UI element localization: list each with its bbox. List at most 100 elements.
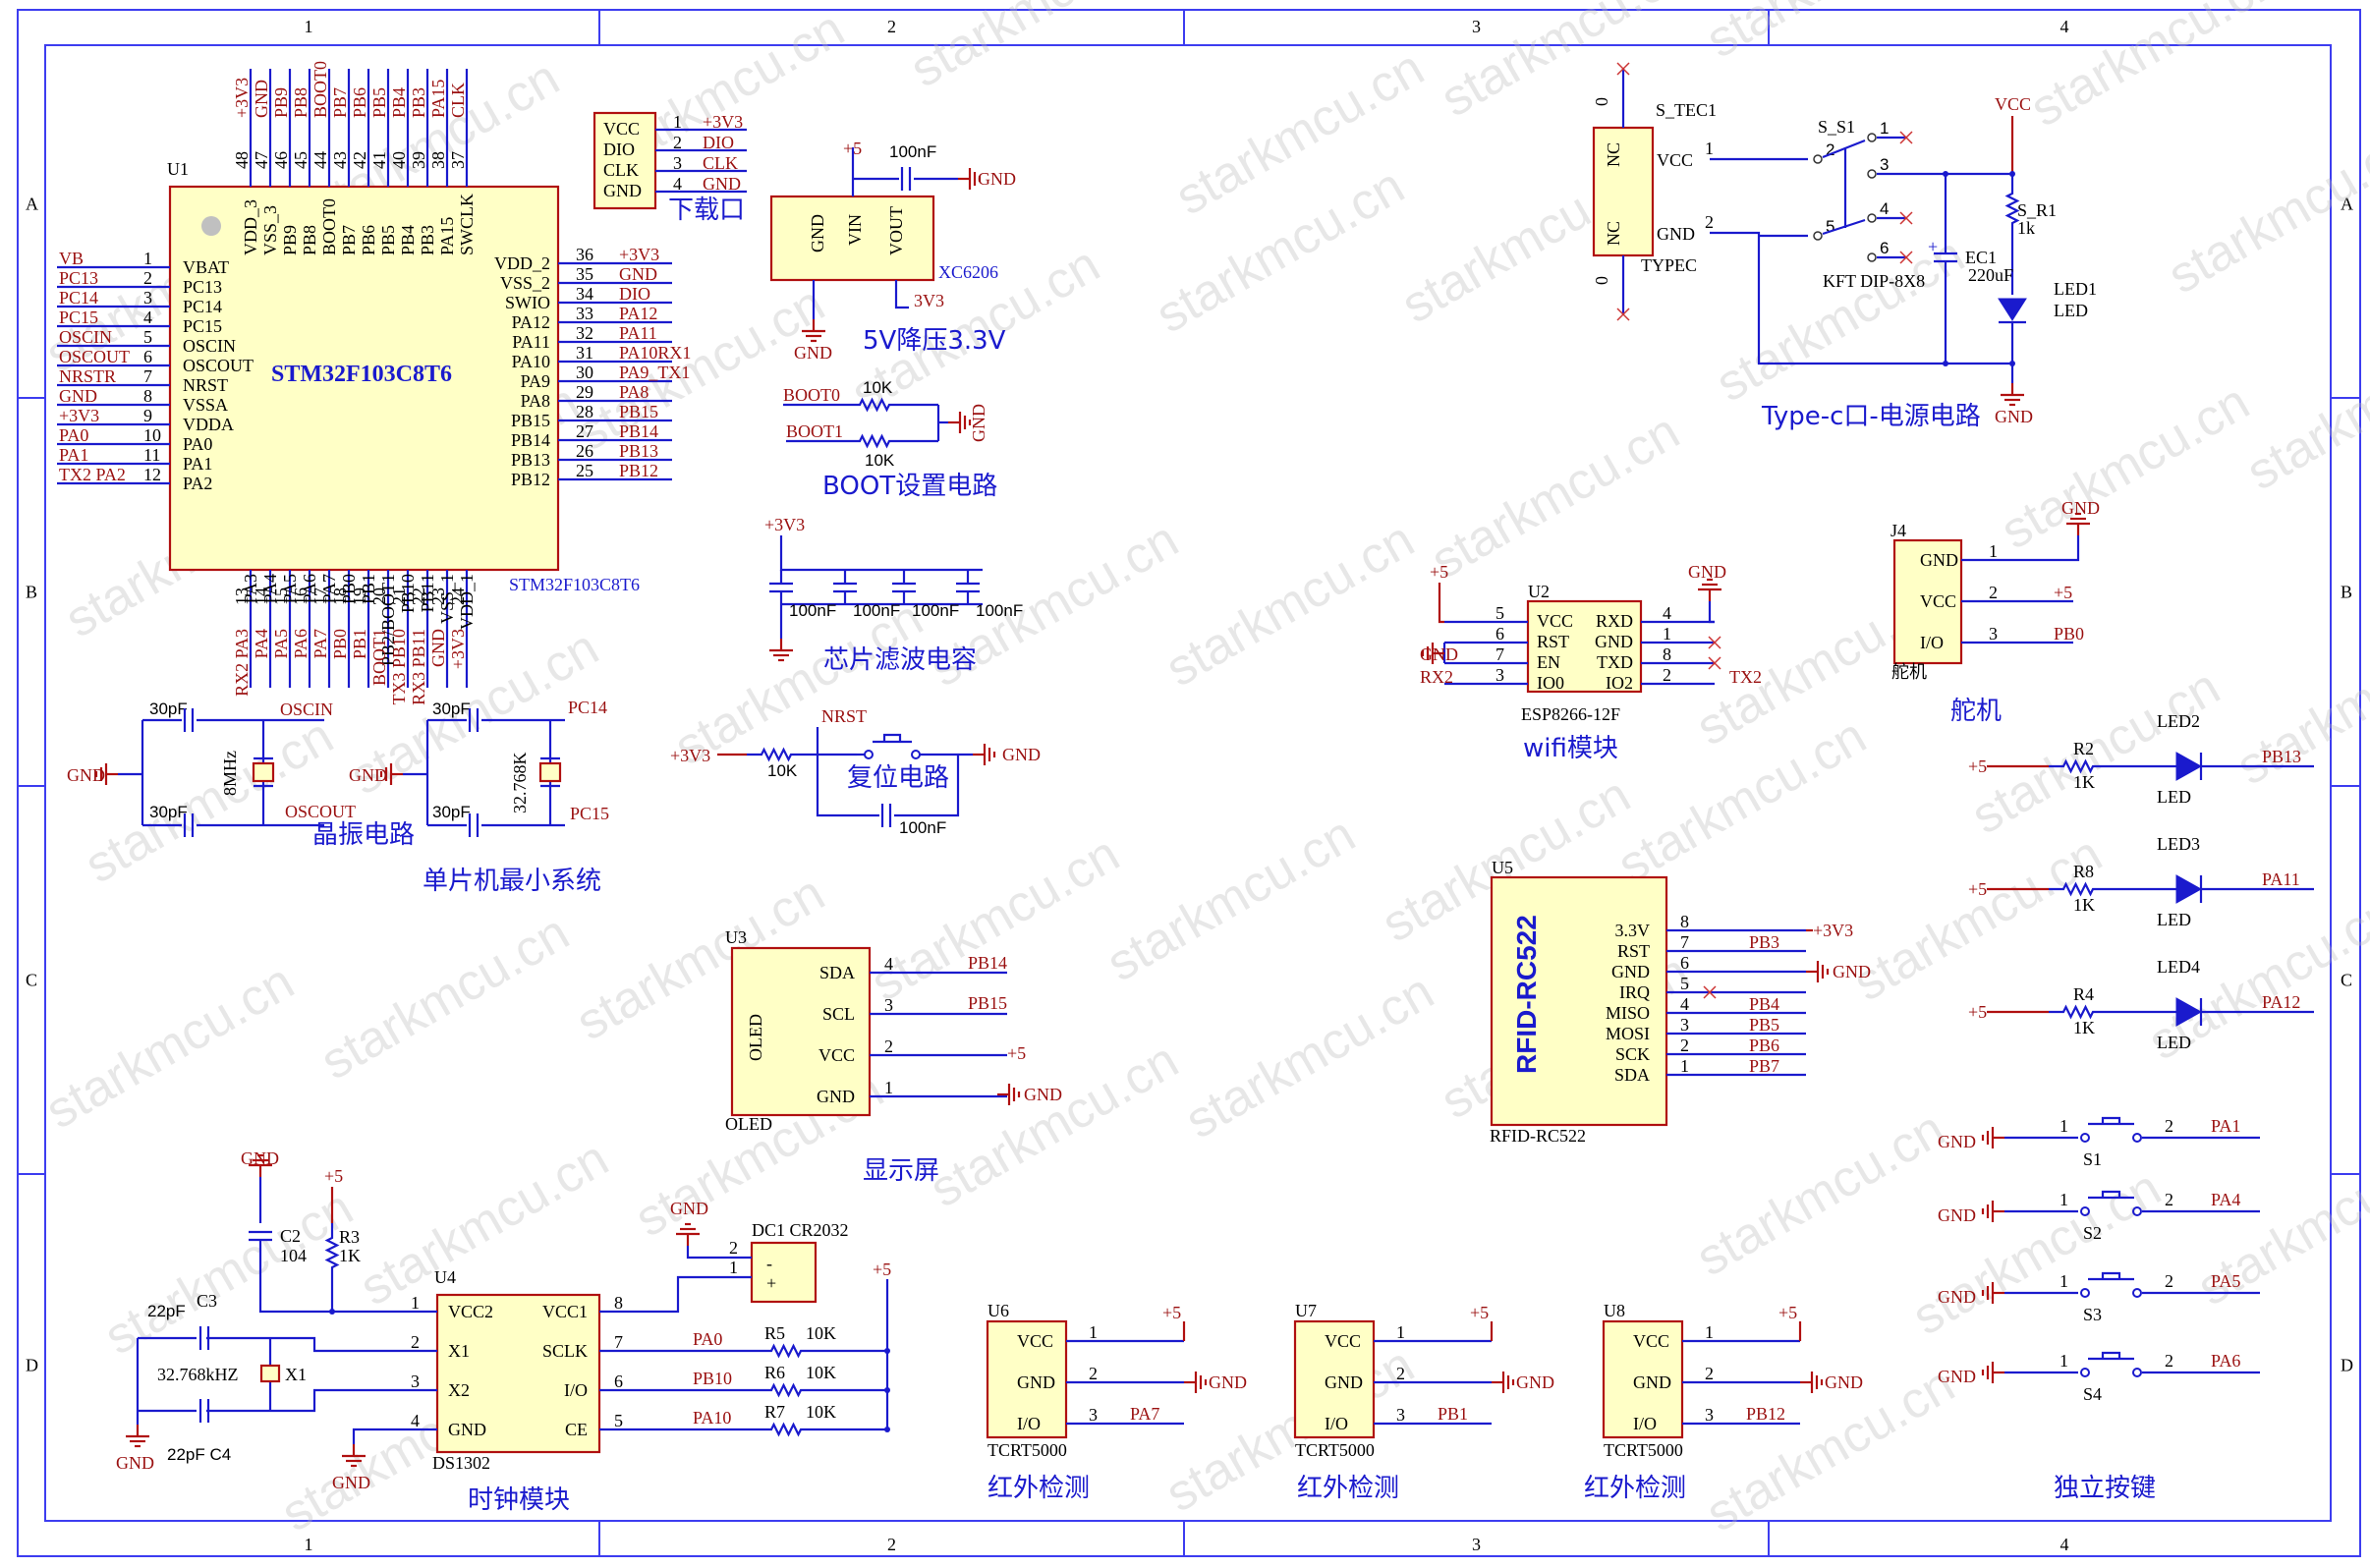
- ir-part: TCRT5000: [988, 1440, 1067, 1460]
- typec-pin-num: 1: [1705, 139, 1714, 158]
- key-pin: 2: [2165, 1351, 2173, 1371]
- mcu-pin-num: 37: [448, 151, 468, 169]
- mcu-pin-name: PB9: [280, 225, 300, 255]
- clock-wire: [352, 1428, 388, 1444]
- ir-gnd-label: GND: [1825, 1372, 1863, 1392]
- switch-contact: [1813, 154, 1823, 164]
- crystal-body: [252, 761, 275, 783]
- mcu-net-label: PA0: [59, 425, 88, 445]
- mcu-pin-name: VDD_3: [241, 199, 260, 255]
- mcu-ref: U1: [167, 159, 189, 179]
- download-pin-name: DIO: [603, 140, 635, 159]
- boot-gnd-label: GND: [969, 404, 988, 442]
- ir-pin-name: VCC: [1325, 1331, 1361, 1351]
- ldo-in-net: +5: [843, 139, 862, 158]
- switch-contact: [1867, 213, 1877, 223]
- clock-wire: [206, 1388, 388, 1413]
- mcu-pin-num: 7: [143, 366, 152, 386]
- rfid-pin-num: 8: [1680, 912, 1689, 931]
- mcu-pin-num: 4: [143, 308, 152, 327]
- clock-wire: [686, 1246, 727, 1260]
- led1-triangle: [1998, 298, 2027, 321]
- mcu-pin-num: 14: [252, 588, 271, 605]
- wifi-pin-num: 1: [1663, 624, 1671, 644]
- key-pin: 1: [2060, 1190, 2068, 1209]
- key-pin: 1: [2060, 1351, 2068, 1371]
- mcu-pin-num: 38: [428, 151, 448, 169]
- typec-ref: S_TEC1: [1656, 100, 1717, 120]
- typec-gnd-wire: [1710, 231, 2012, 365]
- mcu-pin-num: 31: [576, 343, 593, 363]
- rfid-net: PB7: [1749, 1056, 1779, 1076]
- ir-pin-num: 3: [1089, 1405, 1098, 1425]
- led-res-ref: R2: [2073, 739, 2094, 758]
- led-vcc: +5: [1968, 756, 1987, 776]
- battery-plus: +: [766, 1273, 776, 1293]
- oled-pin-num: 3: [884, 995, 893, 1015]
- key-pin: 2: [2165, 1116, 2173, 1136]
- ldo-body: [769, 195, 935, 282]
- key-gnd-label: GND: [1938, 1367, 1976, 1386]
- boot0-net: BOOT0: [783, 385, 840, 405]
- mcu-pin-num: 11: [143, 445, 160, 465]
- ec1-value: 220uF: [1968, 265, 2013, 285]
- ir-ref: U8: [1604, 1301, 1625, 1320]
- mcu-net-label: PA4: [252, 629, 271, 658]
- junction-dot: [1943, 171, 1948, 177]
- oled-pin-name: GND: [817, 1087, 855, 1106]
- mcu-pin-name: PB7: [339, 225, 359, 255]
- led-res: [2049, 758, 2108, 774]
- mcu-pin-name: PA11: [512, 332, 550, 352]
- mcu-pin-name: PA9: [521, 371, 550, 391]
- clock-res-ref: R6: [764, 1363, 785, 1382]
- mcu-pin-num: 21: [389, 588, 409, 605]
- ir-pin-num: 2: [1396, 1364, 1405, 1383]
- mcu-net-label: PA5: [271, 629, 291, 658]
- key-pin: 2: [2165, 1271, 2173, 1291]
- mcu-pin-name: PB1: [359, 574, 378, 604]
- clock-vcc: +5: [324, 1166, 343, 1186]
- ir-pin-num: 3: [1705, 1405, 1714, 1425]
- mcu-net-label: PB4: [389, 87, 409, 118]
- typec-vcc-label: VCC: [1995, 94, 2031, 114]
- ir-pin-num: 1: [1089, 1322, 1098, 1342]
- mcu-pin-name: OSCOUT: [183, 356, 254, 375]
- clock-pin-num: 4: [411, 1411, 420, 1430]
- ir-vcc: +5: [1778, 1303, 1797, 1322]
- switch-lever: [1822, 218, 1866, 236]
- row-label: B: [26, 583, 37, 602]
- reset-cap-wire: [894, 755, 960, 817]
- clock-c2-val: 104: [280, 1246, 307, 1265]
- wifi-pin-name: EN: [1537, 652, 1560, 672]
- clock-pin-name: VCC1: [542, 1302, 588, 1321]
- clock-xtal: [259, 1364, 281, 1383]
- filter-cap-value: 100nF: [976, 601, 1023, 620]
- typec-pin-num: 0: [1592, 97, 1611, 106]
- servo-pin-name: VCC: [1920, 591, 1956, 611]
- download-pin-num: 2: [673, 133, 682, 152]
- key-pin: 2: [2165, 1190, 2173, 1209]
- rfid-pin-num: 5: [1680, 974, 1689, 993]
- reset-cap-value: 100nF: [899, 818, 946, 837]
- mcu-pin-num: 24: [448, 588, 468, 605]
- servo-net-label: +5: [2054, 583, 2072, 602]
- mcu-pin-name: VSSA: [183, 395, 228, 415]
- mcu-pin-name: PB2/BOOT1: [378, 574, 398, 666]
- rfid-pin-name: 3.3V: [1615, 921, 1651, 940]
- mcu-net-label: +3V3: [232, 78, 252, 118]
- mcu-pin-name: VDDA: [183, 415, 234, 434]
- mcu-net-label: GND: [59, 386, 97, 406]
- oled-body: [730, 946, 872, 1117]
- mcu-pin-name: PA6: [300, 574, 319, 603]
- row-label: C: [26, 971, 37, 990]
- oled-pin-name: VCC: [818, 1045, 855, 1065]
- reset-vcc: +3V3: [670, 746, 710, 765]
- ir-gnd-label: GND: [1516, 1372, 1554, 1392]
- key-contact: [2080, 1288, 2090, 1298]
- rfid-pin-name: IRQ: [1619, 982, 1650, 1002]
- mcu-pin-name: PA3: [241, 574, 260, 603]
- wifi-tx2: TX2: [1729, 667, 1762, 687]
- row-label: A: [2341, 195, 2353, 214]
- crystal-body: [538, 761, 562, 783]
